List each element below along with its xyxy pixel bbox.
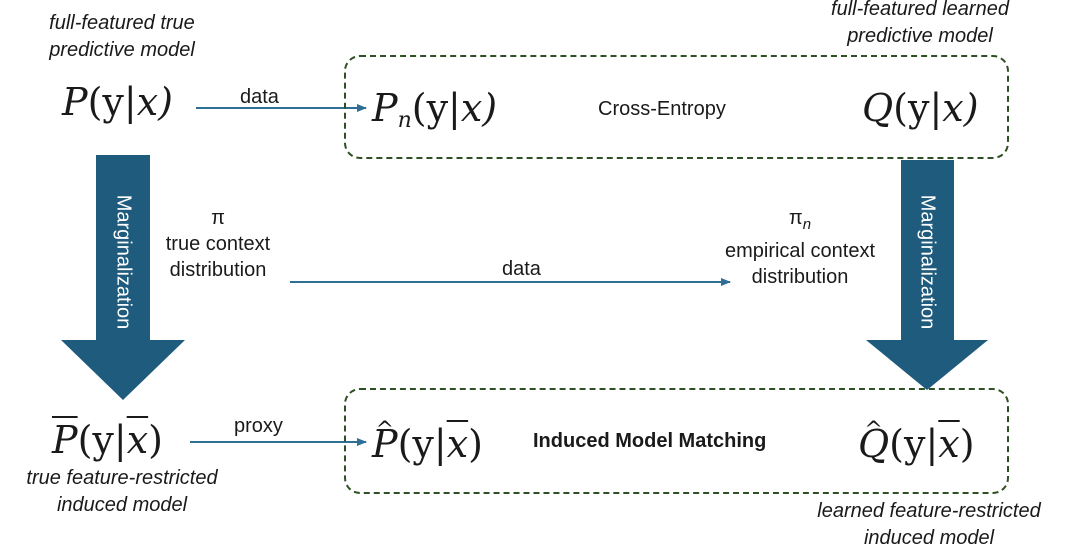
context-line: empirical context [724,240,876,262]
cross-entropy-label: Cross-Entropy [598,98,726,120]
marginalization-label-right: Marginalization [916,194,939,330]
pin-symbol: πn [788,207,812,233]
data-label-top: data [240,86,279,108]
context-line: distribution [751,266,849,288]
top-left-caption: full-featured true predictive model [0,10,244,64]
caption-line: predictive model [49,39,195,61]
learned-model-expr: Q(y|x) [862,86,979,130]
true-context-label: π true context distribution [146,205,290,283]
caption-line: induced model [56,494,188,516]
caption-line: induced model [863,527,995,549]
context-line: true context [165,233,271,255]
marginalization-label-left: Marginalization [112,194,135,330]
bottom-group-box [344,388,1009,494]
top-right-caption: full-featured learned predictive model [790,0,1050,50]
bottom-right-caption: learned feature-restricted induced model [784,498,1074,552]
marginalization-arrow-right [866,160,988,390]
top-group-box [344,55,1009,159]
empirical-model-expr: Pn(y|x) [372,86,498,133]
true-model-expr: P(y|x) [62,80,173,124]
caption-line: true feature-restricted [26,467,218,489]
proxy-induced-model-expr: P(y|x) [372,422,483,466]
context-line: distribution [169,259,267,281]
marginalization-arrow-left [61,155,185,400]
caption-line: predictive model [847,25,993,47]
induced-model-matching-label: Induced Model Matching [533,430,767,452]
caption-line: full-featured learned [831,0,1009,20]
learned-induced-model-expr: Q(y|x) [858,422,975,466]
true-induced-model-expr: P(y|x) [52,418,163,462]
proxy-label: proxy [234,415,283,437]
caption-line: full-featured true [49,12,195,34]
empirical-context-label: πn empirical context distribution [700,205,900,290]
bottom-left-caption: true feature-restricted induced model [0,465,244,519]
data-label-middle: data [502,258,541,280]
pi-symbol: π [211,207,225,229]
caption-line: learned feature-restricted [817,500,1041,522]
